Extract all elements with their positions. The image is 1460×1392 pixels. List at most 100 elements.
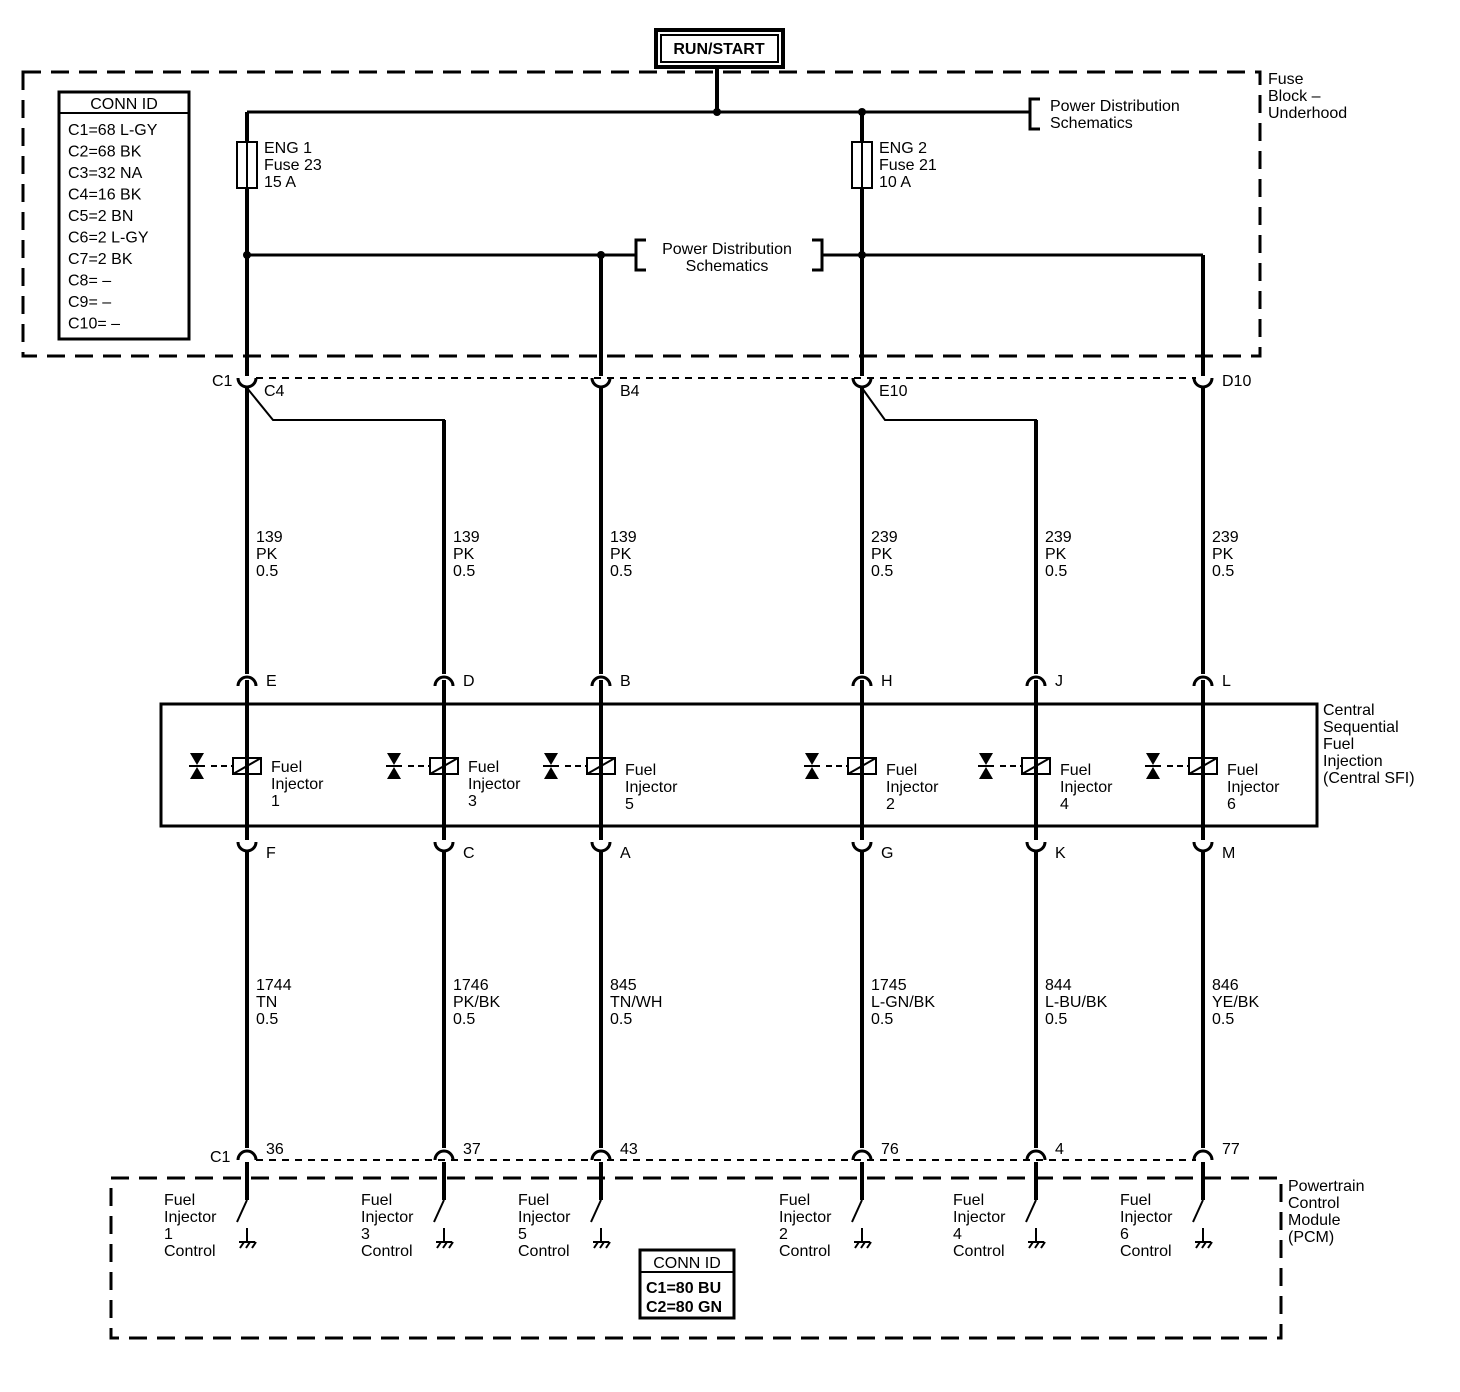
connector-terminal-icon xyxy=(433,841,455,853)
conn-id-entry: C3=32 NA xyxy=(68,165,143,182)
fuse-block-name: Fuse xyxy=(1268,71,1304,88)
connector-terminal-icon xyxy=(1025,675,1047,687)
diode-triangle-top xyxy=(1146,753,1160,765)
conn-id-frame xyxy=(638,1248,736,1320)
pin-label: 77 xyxy=(1222,1141,1240,1158)
sfi-name: Injection xyxy=(1323,753,1383,770)
ground-hatch xyxy=(436,1241,442,1249)
fuse-block-name: Underhood xyxy=(1268,105,1347,122)
wire-spec: 0.5 xyxy=(256,1011,278,1028)
ground-hatch xyxy=(448,1241,454,1249)
control-label: Control xyxy=(779,1243,831,1260)
pin-label: C xyxy=(463,845,475,862)
connector-label: C1 xyxy=(212,373,233,390)
solenoid-slash xyxy=(429,757,459,775)
wire-spec: 239 xyxy=(871,529,898,546)
wire-spec: 1745 xyxy=(871,977,907,994)
connector-terminal-icon xyxy=(590,675,612,687)
connector-terminal-icon xyxy=(1192,675,1214,687)
diode-icon xyxy=(189,753,205,779)
reference-bracket-icon xyxy=(634,238,646,272)
sfi-name: Fuel xyxy=(1323,736,1354,753)
injector-label: Injector xyxy=(468,776,521,793)
wire-spec: PK xyxy=(610,546,632,563)
ground-hatch xyxy=(866,1241,872,1249)
wire-spec: 844 xyxy=(1045,977,1072,994)
injector-label: Fuel xyxy=(271,759,302,776)
connector-terminal-icon xyxy=(1192,377,1214,389)
connector-terminal-icon xyxy=(1192,1149,1214,1161)
injector-label: Injector xyxy=(886,779,939,796)
splice-dot xyxy=(713,108,721,116)
splice-dot xyxy=(858,251,866,259)
wire-spec: TN/WH xyxy=(610,994,662,1011)
wire-spec: PK xyxy=(871,546,893,563)
terminal-label: E10 xyxy=(879,383,908,400)
power-source-box xyxy=(654,28,785,69)
switch-icon xyxy=(590,1199,602,1223)
control-label: Control xyxy=(1120,1243,1172,1260)
connector-terminal-icon xyxy=(236,1149,258,1161)
wire-spec: 139 xyxy=(256,529,283,546)
conn-id-entry: C4=16 BK xyxy=(68,187,142,204)
switch-icon xyxy=(851,1199,863,1223)
connector-terminal-icon xyxy=(851,675,873,687)
pin-label: 36 xyxy=(266,1141,284,1158)
connector-terminal-icon xyxy=(433,1149,455,1161)
control-label: Fuel xyxy=(361,1192,392,1209)
control-label: 5 xyxy=(518,1226,527,1243)
ground-hatch xyxy=(1040,1241,1046,1249)
pin-label: K xyxy=(1055,845,1066,862)
connector-terminal-icon xyxy=(433,675,455,687)
pin-label: J xyxy=(1055,673,1063,690)
diode-icon xyxy=(543,753,559,779)
control-label: Control xyxy=(518,1243,570,1260)
control-label: Injector xyxy=(1120,1209,1173,1226)
connector-terminal-icon xyxy=(236,377,258,389)
pin-label: 4 xyxy=(1055,1141,1064,1158)
wire-spec: YE/BK xyxy=(1212,994,1259,1011)
conn-id-entry: C1=80 BU xyxy=(646,1280,721,1297)
switch-icon xyxy=(1025,1199,1037,1223)
injector-label: Injector xyxy=(1227,779,1280,796)
pin-label: 43 xyxy=(620,1141,638,1158)
conn-id-title: CONN ID xyxy=(90,96,158,113)
wire-spec: L-GN/BK xyxy=(871,994,935,1011)
control-label: Fuel xyxy=(1120,1192,1151,1209)
conn-id-entry: C9= – xyxy=(68,294,111,311)
sfi-name: Central xyxy=(1323,702,1375,719)
conn-id-entry: C1=68 L-GY xyxy=(68,122,158,139)
connector-terminal-icon xyxy=(851,1149,873,1161)
ground-hatch xyxy=(1207,1241,1213,1249)
ground-hatch xyxy=(854,1241,860,1249)
solenoid-slash xyxy=(586,757,616,775)
ground-hatch xyxy=(239,1241,245,1249)
sfi-outline xyxy=(159,702,1319,828)
splice-dot xyxy=(243,251,251,259)
control-label: 4 xyxy=(953,1226,962,1243)
pin-label: L xyxy=(1222,673,1231,690)
wire-spec: 1746 xyxy=(453,977,489,994)
solenoid-slash xyxy=(1188,757,1218,775)
pin-label: H xyxy=(881,673,893,690)
solenoid-slash xyxy=(847,757,877,775)
wire-spec: 239 xyxy=(1045,529,1072,546)
pcm-outline xyxy=(109,1176,1283,1340)
ground-hatch xyxy=(1028,1241,1034,1249)
injector-label: Fuel xyxy=(886,762,917,779)
wire-spec: 845 xyxy=(610,977,637,994)
wire-spec: 0.5 xyxy=(1045,1011,1067,1028)
ground-icon xyxy=(854,1232,872,1249)
power-dist-ref: Schematics xyxy=(1050,115,1133,132)
